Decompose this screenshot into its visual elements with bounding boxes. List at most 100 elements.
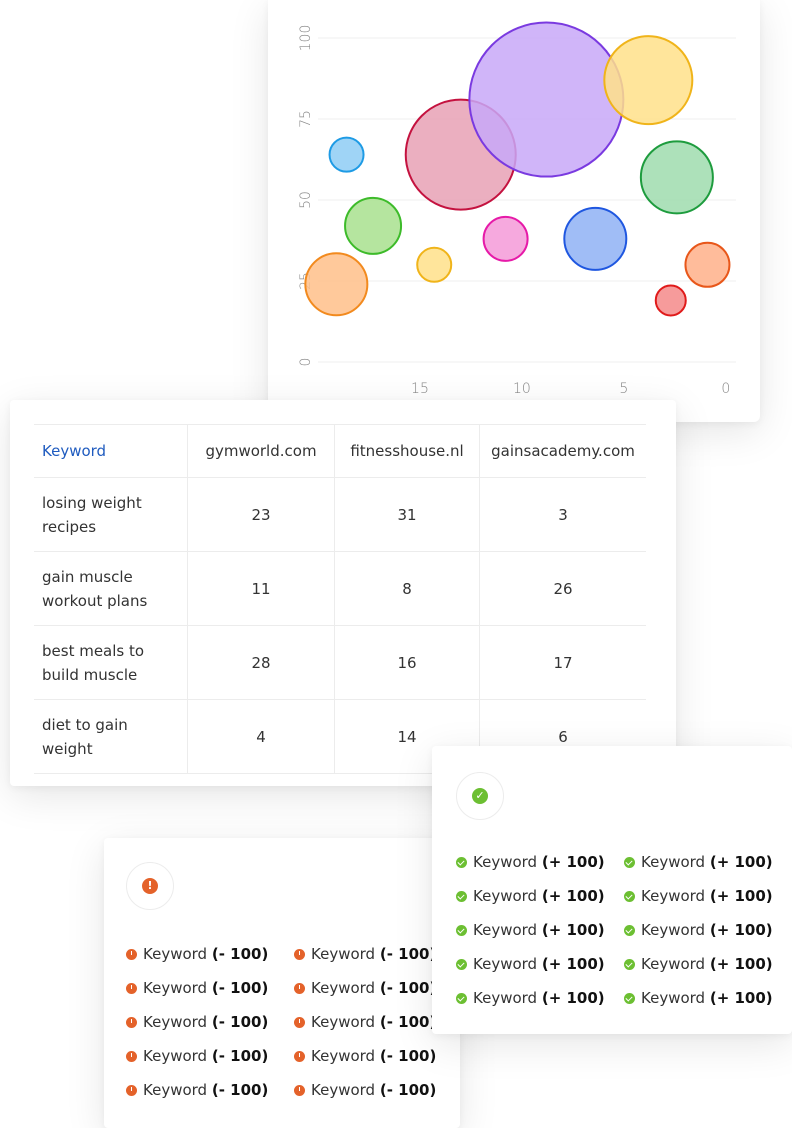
keyword-score: (- 100) <box>379 1081 437 1099</box>
keyword-item: Keyword (+ 100) <box>456 845 624 879</box>
keyword-label: Keyword <box>143 1081 212 1099</box>
header-gymworld[interactable]: gymworld.com <box>187 424 335 478</box>
keyword-item: Keyword (- 100) <box>294 1005 462 1039</box>
positive-keyword-list: Keyword (+ 100)Keyword (+ 100)Keyword (+… <box>456 845 792 1015</box>
keyword-label: Keyword <box>143 1013 212 1031</box>
keyword-label: Keyword <box>473 921 542 939</box>
keyword-line: workout plans <box>42 591 148 610</box>
keyword-score: (- 100) <box>211 1081 269 1099</box>
bubble-chart-card: 0255075100151050 <box>268 0 760 422</box>
alert-bullet-icon <box>294 1017 305 1028</box>
negative-badge: ! <box>126 862 174 910</box>
check-bullet-icon <box>624 993 635 1004</box>
header-fitnesshouse[interactable]: fitnesshouse.nl <box>334 424 480 478</box>
bubble-point[interactable] <box>304 252 369 317</box>
keyword-cell: best meals to build muscle <box>34 625 188 700</box>
keyword-label: Keyword <box>143 945 212 963</box>
keyword-label: Keyword <box>641 921 710 939</box>
keyword-label: Keyword <box>473 989 542 1007</box>
keyword-label: Keyword <box>143 1047 212 1065</box>
keyword-score: (+ 100) <box>709 853 773 871</box>
keyword-label: Keyword <box>473 955 542 973</box>
keyword-item: Keyword (+ 100) <box>624 913 792 947</box>
rank-cell-gainsacademy: 3 <box>479 477 646 552</box>
keyword-item: Keyword (- 100) <box>126 1039 294 1073</box>
positive-keywords-card: ✓ Keyword (+ 100)Keyword (+ 100)Keyword … <box>432 746 792 1034</box>
rank-cell-fitnesshouse: 31 <box>334 477 480 552</box>
keyword-label: Keyword <box>641 853 710 871</box>
keyword-item: Keyword (+ 100) <box>456 947 624 981</box>
keyword-line: weight <box>42 739 93 758</box>
keyword-item: Keyword (+ 100) <box>624 879 792 913</box>
check-bullet-icon <box>456 891 467 902</box>
keyword-score: (+ 100) <box>709 887 773 905</box>
keyword-item: Keyword (+ 100) <box>624 845 792 879</box>
keyword-score: (+ 100) <box>541 887 605 905</box>
rank-cell-gymworld: 4 <box>187 699 335 774</box>
keyword-item: Keyword (+ 100) <box>456 879 624 913</box>
alert-bullet-icon <box>126 1085 137 1096</box>
x-tick-label: 10 <box>513 381 531 397</box>
bubble-point[interactable] <box>416 246 453 283</box>
exclamation-icon: ! <box>142 878 158 894</box>
keyword-line: best meals to <box>42 641 145 660</box>
keyword-score: (+ 100) <box>709 989 773 1007</box>
alert-bullet-icon <box>126 949 137 960</box>
keyword-label: Keyword <box>143 979 212 997</box>
rank-cell-gymworld: 23 <box>187 477 335 552</box>
keyword-score: (- 100) <box>379 1047 437 1065</box>
rank-cell-gymworld: 28 <box>187 625 335 700</box>
rank-cell-gainsacademy: 26 <box>479 551 646 626</box>
bubble-point[interactable] <box>603 35 694 126</box>
keyword-label: Keyword <box>473 887 542 905</box>
keyword-score: (- 100) <box>379 945 437 963</box>
bubble-point[interactable] <box>344 196 403 255</box>
keyword-label: Keyword <box>641 887 710 905</box>
rank-cell-gainsacademy: 17 <box>479 625 646 700</box>
bubble-point[interactable] <box>639 140 714 215</box>
alert-bullet-icon <box>126 1051 137 1062</box>
bubble-point[interactable] <box>654 284 687 317</box>
negative-keywords-card: ! Keyword (- 100)Keyword (- 100)Keyword … <box>104 838 460 1128</box>
keyword-item: Keyword (- 100) <box>294 1039 462 1073</box>
bubble-point[interactable] <box>482 215 529 262</box>
header-keyword[interactable]: Keyword <box>34 424 188 478</box>
keyword-line: build muscle <box>42 665 138 684</box>
alert-bullet-icon <box>126 1017 137 1028</box>
keyword-score: (- 100) <box>379 1013 437 1031</box>
keyword-line: losing weight <box>42 493 142 512</box>
bubble-point[interactable] <box>684 241 731 288</box>
keyword-item: Keyword (+ 100) <box>624 981 792 1015</box>
keyword-label: Keyword <box>311 1013 380 1031</box>
keyword-score: (- 100) <box>379 979 437 997</box>
keyword-ranking-table: Keyword gymworld.com fitnesshouse.nl gai… <box>34 424 646 774</box>
header-gainsacademy[interactable]: gainsacademy.com <box>479 424 646 478</box>
keyword-score: (+ 100) <box>541 989 605 1007</box>
bubble-point[interactable] <box>563 206 628 271</box>
rank-cell-gymworld: 11 <box>187 551 335 626</box>
keyword-item: Keyword (+ 100) <box>456 913 624 947</box>
keyword-score: (- 100) <box>211 1047 269 1065</box>
alert-bullet-icon <box>126 983 137 994</box>
bubble-point[interactable] <box>328 136 365 173</box>
keyword-score: (+ 100) <box>541 853 605 871</box>
check-bullet-icon <box>456 857 467 868</box>
check-bullet-icon <box>624 857 635 868</box>
keyword-label: Keyword <box>311 1047 380 1065</box>
keyword-score: (- 100) <box>211 979 269 997</box>
keyword-label: Keyword <box>311 945 380 963</box>
check-bullet-icon <box>624 891 635 902</box>
bubble-point[interactable] <box>468 21 625 178</box>
keyword-score: (+ 100) <box>541 921 605 939</box>
x-tick-label: 15 <box>411 381 429 397</box>
keyword-label: Keyword <box>473 853 542 871</box>
keyword-score: (- 100) <box>211 945 269 963</box>
keyword-score: (- 100) <box>211 1013 269 1031</box>
keyword-item: Keyword (- 100) <box>126 1073 294 1107</box>
